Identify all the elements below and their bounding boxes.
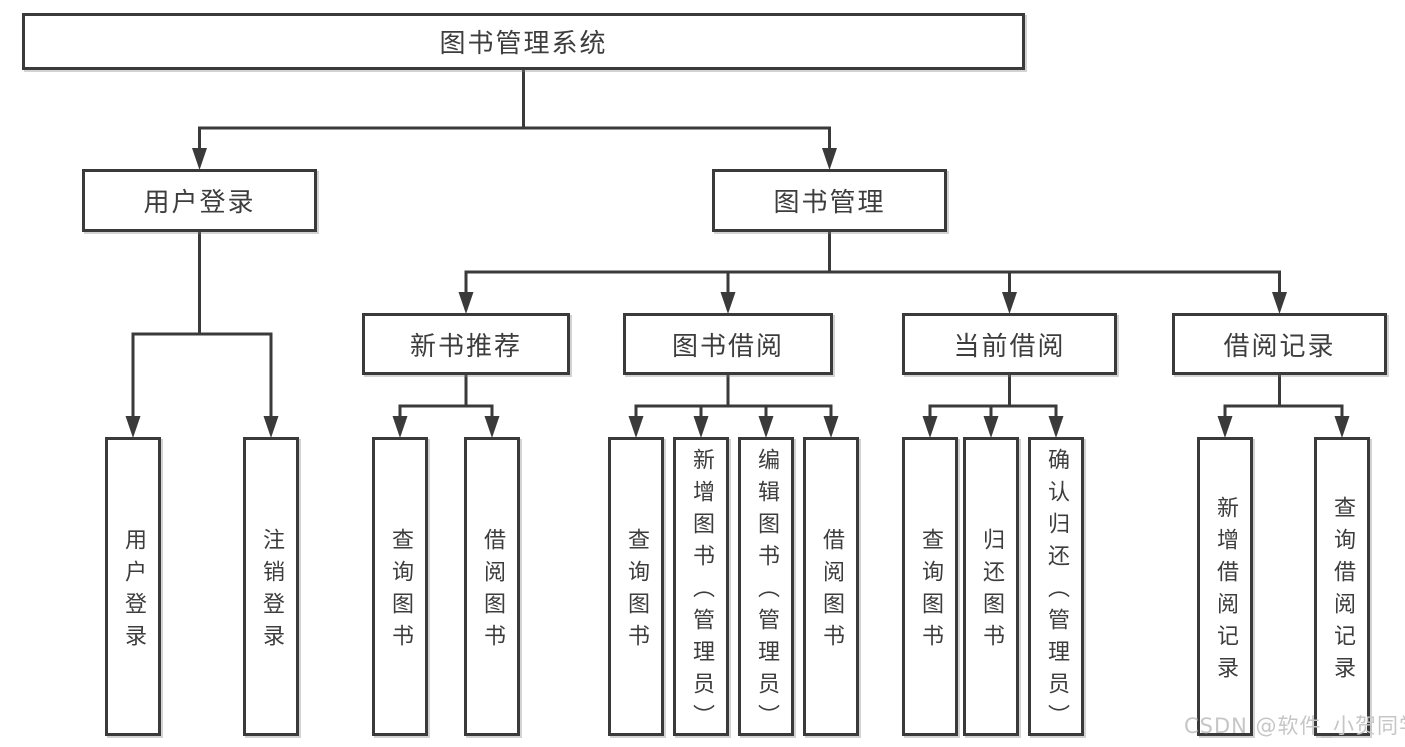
node-user-login: 用户登录	[82, 169, 317, 232]
arrowhead-into-leaf-add-books	[693, 416, 709, 438]
arrowhead-into-new-book-rec	[458, 292, 474, 314]
node-label-leaf-add-borrow-record: 新增借阅记录	[1213, 495, 1238, 688]
edge-from-book-borrow	[634, 373, 833, 423]
node-label-leaf-query-books-b: 查询图书	[624, 527, 649, 656]
arrowhead-into-leaf-return-books	[983, 416, 999, 438]
node-label-leaf-query-books-c: 查询图书	[918, 527, 943, 656]
node-book-borrow: 图书借阅	[623, 313, 833, 375]
edge-from-new-book-rec	[398, 373, 494, 423]
node-label-book-mgmt: 图书管理	[773, 188, 886, 218]
arrowhead-into-leaf-query-books-b	[628, 416, 644, 438]
arrowhead-into-book-mgmt	[822, 148, 837, 170]
arrowhead-into-leaf-logout	[263, 416, 279, 438]
edge-from-borrow-records	[1223, 373, 1344, 423]
arrowhead-into-leaf-borrow-books-a	[484, 416, 500, 438]
node-leaf-borrow-books-b: 借阅图书	[803, 437, 859, 736]
node-label-leaf-edit-books: 编辑图书（管理员）	[754, 447, 779, 736]
node-leaf-return-books: 归还图书	[963, 437, 1019, 736]
arrowhead-into-current-borrow	[1002, 292, 1017, 314]
node-label-leaf-user-login: 用户登录	[121, 527, 146, 656]
node-leaf-edit-books: 编辑图书（管理员）	[738, 437, 794, 736]
node-leaf-query-books-c: 查询图书	[902, 437, 958, 736]
node-label-book-borrow: 图书借阅	[671, 331, 784, 362]
node-label-leaf-confirm-return: 确认归还（管理员）	[1044, 447, 1069, 736]
node-leaf-add-books: 新增图书（管理员）	[673, 437, 729, 736]
node-label-root: 图书管理系统	[439, 29, 608, 59]
node-borrow-records: 借阅记录	[1172, 313, 1387, 375]
edge-from-book-mgmt	[464, 230, 1281, 299]
arrowhead-into-borrow-records	[1272, 292, 1287, 314]
node-new-book-rec: 新书推荐	[362, 313, 570, 375]
arrowhead-into-leaf-query-borrow-record	[1334, 416, 1350, 438]
node-label-leaf-borrow-books-a: 借阅图书	[480, 527, 505, 656]
edge-from-current-borrow	[928, 373, 1058, 423]
node-root: 图书管理系统	[22, 13, 1025, 70]
node-leaf-confirm-return: 确认归还（管理员）	[1028, 437, 1084, 736]
arrowhead-into-book-borrow	[720, 292, 736, 314]
arrowhead-into-leaf-borrow-books-b	[823, 416, 839, 438]
node-leaf-borrow-books-a: 借阅图书	[464, 437, 520, 736]
arrowhead-into-leaf-user-login	[125, 416, 141, 438]
edge-from-user-login	[131, 230, 273, 423]
node-label-leaf-borrow-books-b: 借阅图书	[819, 527, 844, 656]
node-label-leaf-add-books: 新增图书（管理员）	[689, 447, 714, 736]
edge-from-root	[198, 68, 831, 155]
watermark: CSDN @软件_小贺同学	[1184, 714, 1405, 738]
node-leaf-add-borrow-record: 新增借阅记录	[1197, 437, 1253, 736]
node-leaf-query-books-b: 查询图书	[608, 437, 664, 736]
node-label-current-borrow: 当前借阅	[953, 331, 1066, 362]
arrowhead-into-leaf-add-borrow-record	[1217, 416, 1233, 438]
node-label-leaf-query-books-a: 查询图书	[388, 527, 413, 656]
arrowhead-into-leaf-confirm-return	[1048, 416, 1064, 438]
node-label-user-login: 用户登录	[143, 188, 256, 218]
node-book-mgmt: 图书管理	[712, 169, 947, 232]
arrowhead-into-leaf-query-books-a	[392, 416, 408, 438]
arrowhead-into-leaf-edit-books	[758, 416, 774, 438]
arrowhead-into-user-login	[192, 148, 207, 170]
node-leaf-query-books-a: 查询图书	[372, 437, 428, 736]
arrowhead-into-leaf-query-books-c	[922, 416, 938, 438]
node-label-leaf-logout: 注销登录	[259, 527, 284, 656]
node-label-new-book-rec: 新书推荐	[409, 331, 522, 362]
node-leaf-query-borrow-record: 查询借阅记录	[1314, 437, 1370, 736]
node-label-leaf-return-books: 归还图书	[979, 527, 1004, 656]
node-leaf-logout: 注销登录	[243, 437, 299, 736]
node-current-borrow: 当前借阅	[902, 313, 1117, 375]
node-label-borrow-records: 借阅记录	[1223, 331, 1336, 362]
node-label-leaf-query-borrow-record: 查询借阅记录	[1330, 495, 1355, 688]
node-leaf-user-login: 用户登录	[105, 437, 161, 736]
